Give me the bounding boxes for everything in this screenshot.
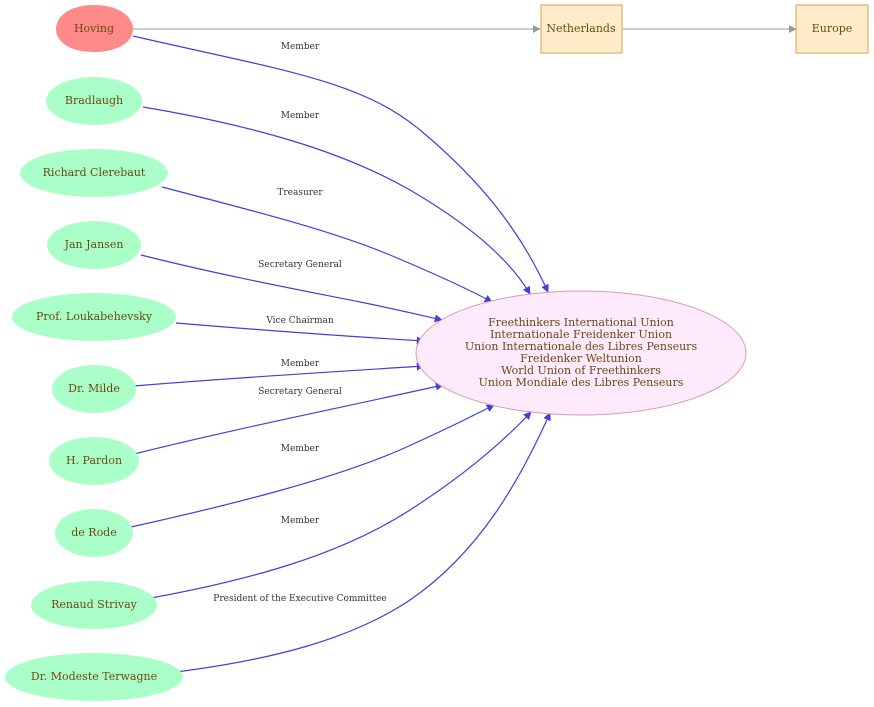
edge-label-loukabehevsky: Vice Chairman	[265, 316, 334, 326]
edge-milde	[133, 362, 425, 387]
person-label: de Rode	[71, 526, 117, 539]
person-label: Dr. Milde	[68, 382, 120, 395]
person-label: Prof. Loukabehevsky	[36, 310, 153, 323]
organization-node[interactable]: Freethinkers International Union Interna…	[415, 290, 747, 416]
person-node-loukabehevsky[interactable]: Prof. Loukabehevsky	[12, 293, 176, 341]
edge-strivay	[150, 411, 532, 599]
person-node-bradlaugh[interactable]: Bradlaugh	[46, 77, 142, 125]
place-node-europe[interactable]: Europe	[795, 4, 869, 54]
org-name-line: Union Mondiale des Libres Penseurs	[479, 376, 684, 389]
person-node-clerebaut[interactable]: Richard Clerebaut	[20, 149, 168, 197]
person-label: Bradlaugh	[65, 94, 123, 107]
person-label: Renaud Strivay	[51, 598, 138, 611]
edge-label-hoving: Member	[281, 42, 320, 52]
edge-bradlaugh	[142, 106, 531, 295]
edge-label-terwagne: President of the Executive Committee	[213, 594, 386, 604]
edge-label-bradlaugh: Member	[281, 111, 320, 121]
person-label: Dr. Modeste Terwagne	[31, 670, 157, 683]
person-label: Hoving	[74, 22, 114, 35]
place-label: Netherlands	[546, 22, 616, 35]
person-node-strivay[interactable]: Renaud Strivay	[31, 581, 157, 629]
edge-label-clerebaut: Treasurer	[277, 188, 323, 198]
org-name-line: Freidenker Weltunion	[520, 352, 642, 365]
person-node-hoving[interactable]: Hoving	[56, 5, 133, 52]
edge-label-milde: Member	[281, 359, 320, 369]
person-label: H. Pardon	[66, 454, 122, 467]
person-node-jansen[interactable]: Jan Jansen	[47, 221, 141, 269]
person-node-pardon[interactable]: H. Pardon	[49, 437, 139, 485]
place-node-netherlands[interactable]: Netherlands	[540, 4, 623, 54]
edge-pardon	[133, 382, 444, 455]
edge-labels: Member Member Treasurer Secretary Genera…	[213, 42, 386, 604]
person-node-milde[interactable]: Dr. Milde	[52, 365, 136, 413]
org-name-line: World Union of Freethinkers	[501, 364, 661, 377]
edge-label-pardon: Secretary General	[258, 387, 342, 397]
edge-hoving	[132, 35, 549, 293]
edge-loukabehevsky	[175, 322, 425, 345]
edge-clerebaut	[161, 186, 493, 303]
person-label: Richard Clerebaut	[43, 166, 146, 179]
org-name-line: Union Internationale des Libres Penseurs	[465, 340, 698, 353]
org-name-line: Internationale Freidenker Union	[490, 328, 672, 341]
edge-derode	[130, 404, 495, 528]
edge-label-derode: Member	[281, 444, 320, 454]
place-label: Europe	[812, 22, 853, 35]
org-name-line: Freethinkers International Union	[488, 316, 674, 329]
person-node-derode[interactable]: de Rode	[55, 509, 133, 557]
person-label: Jan Jansen	[64, 238, 124, 251]
edge-jansen	[140, 254, 443, 323]
edge-label-jansen: Secretary General	[258, 260, 342, 270]
membership-edges	[130, 35, 551, 673]
edge-terwagne	[175, 412, 551, 673]
edge-label-strivay: Member	[281, 516, 320, 526]
person-node-terwagne[interactable]: Dr. Modeste Terwagne	[5, 653, 183, 701]
